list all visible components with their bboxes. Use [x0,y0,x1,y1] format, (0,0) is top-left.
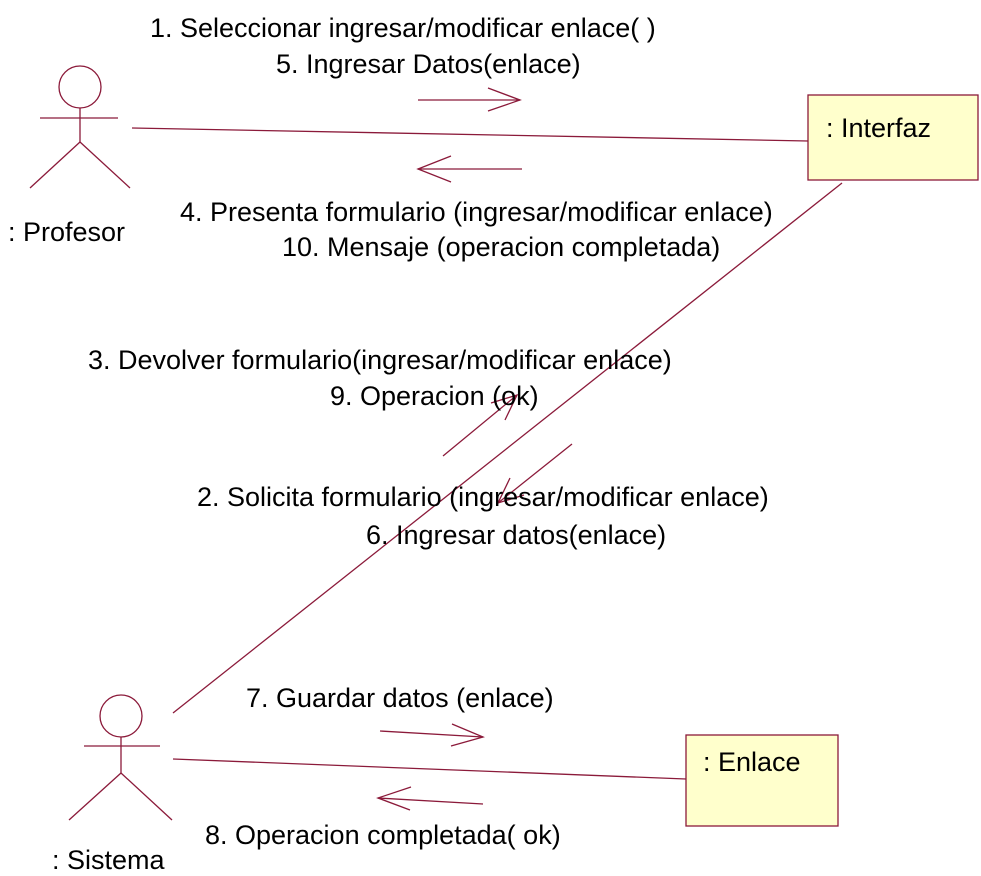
message-9-label: 9. Operacion (ok) [330,381,539,411]
object-interfaz[interactable]: : Interfaz [807,94,979,181]
link-profesor-interfaz [131,127,809,142]
object-enlace-label: : Enlace [703,747,801,777]
arrow-interfaz-to-profesor [416,155,522,183]
message-6-label: 6. Ingresar datos(enlace) [366,520,666,550]
actor-sistema-right-leg [120,772,173,821]
actor-sistema[interactable] [68,694,173,821]
message-8-label: 8. Operacion completada( ok) [205,820,561,850]
arrow-enlace-to-sistema [376,786,484,811]
actor-profesor-label: : Profesor [8,217,125,247]
message-2-label: 2. Solicita formulario (ingresar/modific… [197,482,769,512]
object-enlace[interactable]: : Enlace [685,734,839,827]
actor-profesor-head [58,65,102,109]
link-sistema-enlace [172,758,687,780]
arrow-sistema-to-interfaz [442,393,519,457]
actor-sistema-head [99,694,143,738]
arrow-profesor-to-interfaz [418,87,522,112]
actor-profesor-left-leg [29,141,81,189]
message-1-label: 1. Seleccionar ingresar/modificar enlace… [150,13,656,43]
arrow-interfaz-to-sistema [496,443,573,505]
message-7-label: 7. Guardar datos (enlace) [246,683,554,713]
object-interfaz-box [807,94,979,181]
object-enlace-box [685,734,839,827]
arrow-sistema-to-enlace [379,723,485,747]
message-10-label: 10. Mensaje (operacion completada) [282,232,720,262]
link-sistema-interfaz [172,182,843,714]
actor-profesor-right-leg [79,141,131,189]
message-4-label: 4. Presenta formulario (ingresar/modific… [180,197,773,227]
actor-sistema-label: : Sistema [52,845,166,875]
actor-sistema-left-leg [68,772,122,821]
message-3-label: 3. Devolver formulario(ingresar/modifica… [88,345,672,375]
message-5-label: 5. Ingresar Datos(enlace) [276,49,581,79]
actor-profesor[interactable] [29,65,131,189]
object-interfaz-label: : Interfaz [826,113,931,143]
